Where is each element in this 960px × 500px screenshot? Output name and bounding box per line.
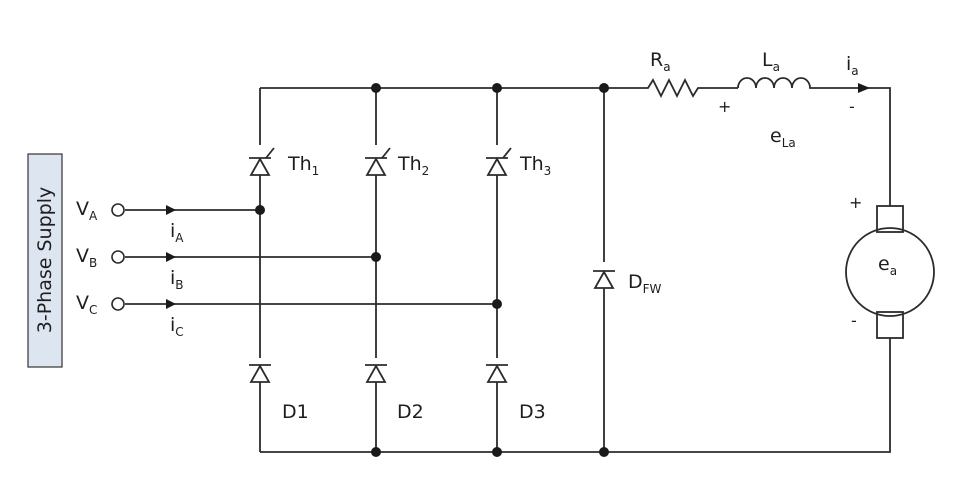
supply-box xyxy=(27,153,63,368)
thyristor-1 xyxy=(249,147,275,176)
thyristor-1-label: Th1 xyxy=(287,153,319,178)
bottom-rail xyxy=(260,338,891,453)
input-terminals xyxy=(111,203,176,311)
inductor-voltage-label: eLa xyxy=(770,125,796,150)
thyristor-2 xyxy=(365,147,391,176)
armature-current-label: ia xyxy=(846,53,859,78)
dc-motor xyxy=(845,205,935,339)
circuit-wires xyxy=(125,87,891,453)
diode-3 xyxy=(486,364,508,383)
current-c-label: iC xyxy=(170,314,184,339)
terminal-b xyxy=(111,250,125,264)
current-arrow-c xyxy=(166,299,176,309)
phase-b-label: VB xyxy=(76,245,97,270)
terminal-a xyxy=(111,203,125,217)
phase-c-label: VC xyxy=(76,292,97,317)
inductor-label: La xyxy=(762,49,780,74)
resistor-label: Ra xyxy=(650,49,671,74)
armature-current-arrow xyxy=(858,83,870,93)
current-arrow-a xyxy=(166,205,176,215)
freewheel-diode-label: DFW xyxy=(628,271,662,296)
motor-minus-sign: - xyxy=(851,311,857,330)
diode-1 xyxy=(249,364,271,383)
diode-1-label: D1 xyxy=(282,401,309,423)
thyristor-2-label: Th2 xyxy=(397,153,429,178)
phase-a-label: VA xyxy=(76,198,98,223)
motor-feed-wire xyxy=(824,87,891,206)
diode-2 xyxy=(365,364,387,383)
armature-inductor xyxy=(737,77,824,89)
freewheel-diode xyxy=(593,270,615,289)
diode-2-label: D2 xyxy=(397,401,424,423)
current-arrow-b xyxy=(166,252,176,262)
back-emf-label: ea xyxy=(878,253,897,278)
thyristor-3 xyxy=(486,147,512,176)
diode-3-label: D3 xyxy=(519,401,546,423)
three-phase-supply: 3-Phase Supply xyxy=(27,153,63,368)
terminal-c xyxy=(111,297,125,311)
inductor-plus-sign: + xyxy=(718,97,731,116)
junction-nodes xyxy=(255,83,609,457)
thyristor-3-label: Th3 xyxy=(519,153,551,178)
armature-resistor xyxy=(640,77,738,99)
motor-plus-sign: + xyxy=(849,193,862,212)
current-a-label: iA xyxy=(170,220,184,245)
inductor-minus-sign: - xyxy=(849,97,855,116)
current-b-label: iB xyxy=(170,267,184,292)
supply-label: 3-Phase Supply xyxy=(34,187,56,333)
